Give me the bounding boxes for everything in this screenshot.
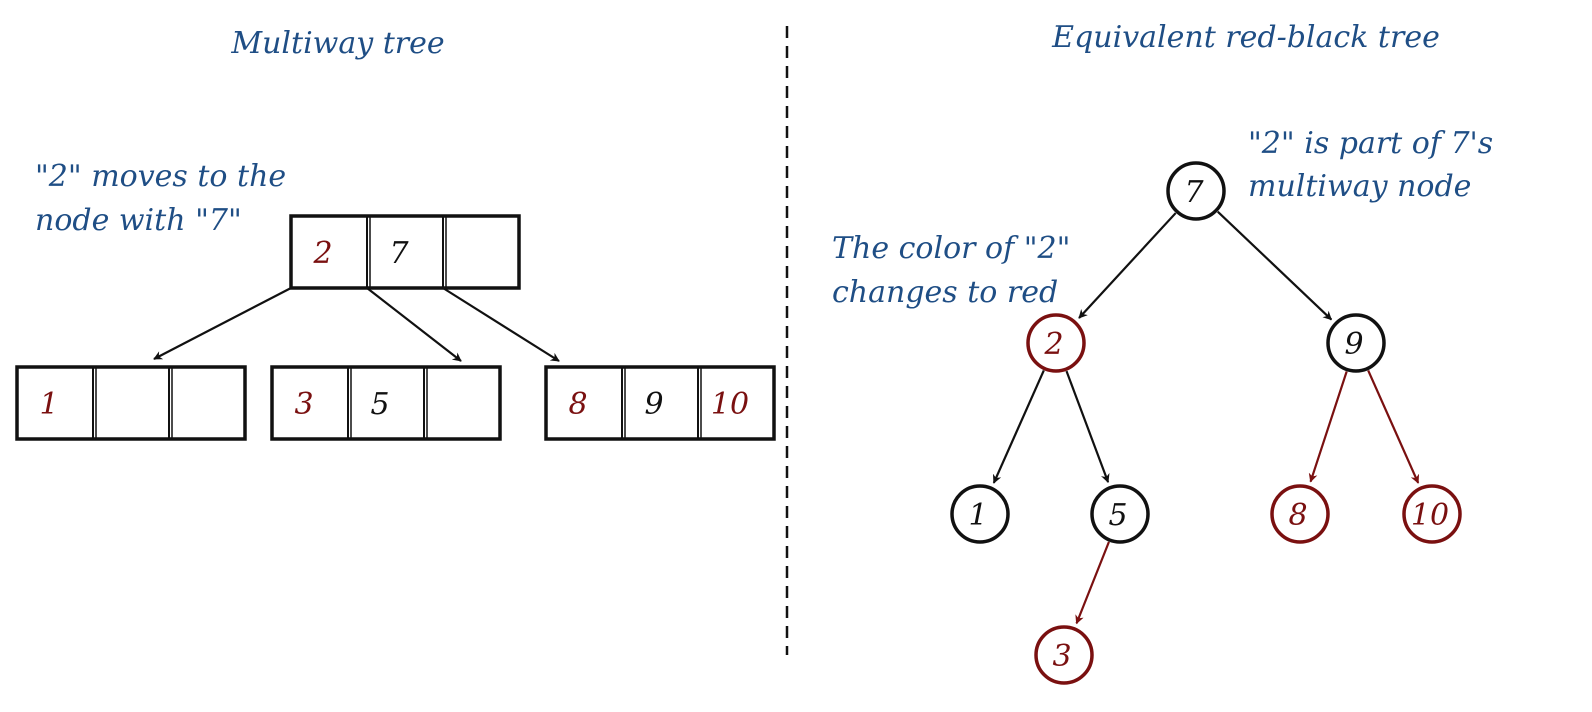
rb-edge-7-2 bbox=[1078, 212, 1177, 319]
annotation-part-of-line-2: multiway node bbox=[1248, 169, 1471, 204]
rb-node-9: 9 bbox=[1326, 313, 1386, 373]
multiway-root-cell-2 bbox=[366, 215, 444, 289]
multiway-child-3-key-8: 8 bbox=[568, 387, 587, 422]
multiway-edge-2 bbox=[366, 287, 462, 362]
rb-node-1-circle bbox=[950, 484, 1010, 544]
rb-node-8-label: 8 bbox=[1288, 498, 1307, 533]
rb-edge-5-3 bbox=[1075, 541, 1110, 625]
annotation-moves-line-1: "2" moves to the bbox=[35, 159, 286, 194]
rb-node-10-circle bbox=[1402, 484, 1462, 544]
rb-edge-7-9 bbox=[1216, 210, 1333, 321]
rb-edge-9-8 bbox=[1308, 371, 1348, 483]
multiway-root-frame bbox=[289, 214, 521, 290]
multiway-child-2-cell-3 bbox=[423, 366, 501, 440]
rb-node-5-label: 5 bbox=[1108, 498, 1127, 533]
rb-node-9-label: 9 bbox=[1344, 327, 1363, 362]
rb-node-1: 1 bbox=[950, 484, 1010, 544]
red-black-tree-title: Equivalent red-black tree bbox=[1051, 20, 1440, 55]
multiway-child-3-key-9: 9 bbox=[644, 387, 663, 422]
rb-node-10-label: 10 bbox=[1411, 498, 1449, 533]
rb-node-8: 8 bbox=[1270, 484, 1330, 544]
rb-node-10: 10 bbox=[1402, 484, 1462, 544]
multiway-child-2-frame bbox=[270, 365, 502, 441]
rb-node-3: 3 bbox=[1034, 625, 1094, 685]
multiway-root-cell-3 bbox=[442, 215, 520, 289]
multiway-edge-3 bbox=[442, 287, 560, 362]
rb-node-5: 5 bbox=[1090, 484, 1150, 544]
rb-node-1-label: 1 bbox=[968, 498, 987, 533]
annotation-color-line-1: The color of "2" bbox=[832, 231, 1070, 266]
multiway-edges bbox=[153, 287, 560, 362]
annotation-part-of-line-1: "2" is part of 7's bbox=[1248, 126, 1493, 161]
rb-node-7-label: 7 bbox=[1184, 175, 1204, 210]
multiway-child-3-key-10: 10 bbox=[711, 387, 749, 422]
rb-node-9-circle bbox=[1326, 313, 1386, 373]
multiway-child-2-key-3: 3 bbox=[294, 387, 313, 422]
multiway-edge-1 bbox=[153, 287, 292, 360]
rb-edge-2-1 bbox=[992, 369, 1045, 484]
rb-edge-9-10 bbox=[1367, 369, 1420, 484]
multiway-child-node-3: 8 9 10 bbox=[544, 365, 776, 441]
red-black-edges bbox=[992, 210, 1420, 625]
multiway-child-1-key-1: 1 bbox=[39, 387, 58, 422]
rb-edge-2-5 bbox=[1065, 370, 1110, 484]
rb-node-7-circle bbox=[1166, 161, 1226, 221]
annotation-moves-line-2: node with "7" bbox=[35, 203, 242, 238]
red-black-nodes: 7 2 9 1 5 8 10 3 bbox=[950, 161, 1462, 685]
multiway-tree-title: Multiway tree bbox=[230, 26, 444, 61]
rb-node-5-circle bbox=[1090, 484, 1150, 544]
rb-node-3-circle bbox=[1034, 625, 1094, 685]
multiway-root-key-7: 7 bbox=[389, 236, 409, 271]
multiway-child-node-1: 1 bbox=[15, 365, 247, 441]
multiway-child-2-key-5: 5 bbox=[370, 387, 389, 422]
rb-node-3-label: 3 bbox=[1052, 639, 1071, 674]
rb-node-2-circle bbox=[1026, 313, 1086, 373]
multiway-root-key-2: 2 bbox=[312, 236, 332, 271]
annotation-color-line-2: changes to red bbox=[832, 275, 1058, 310]
rb-node-2-label: 2 bbox=[1043, 327, 1063, 362]
rb-node-2: 2 bbox=[1026, 313, 1086, 373]
rb-node-7: 7 bbox=[1166, 161, 1226, 221]
rb-node-8-circle bbox=[1270, 484, 1330, 544]
multiway-child-3-frame bbox=[544, 365, 776, 441]
multiway-child-1-cell-3 bbox=[168, 366, 246, 440]
multiway-child-1-cell-2 bbox=[92, 366, 170, 440]
multiway-child-1-frame bbox=[15, 365, 247, 441]
